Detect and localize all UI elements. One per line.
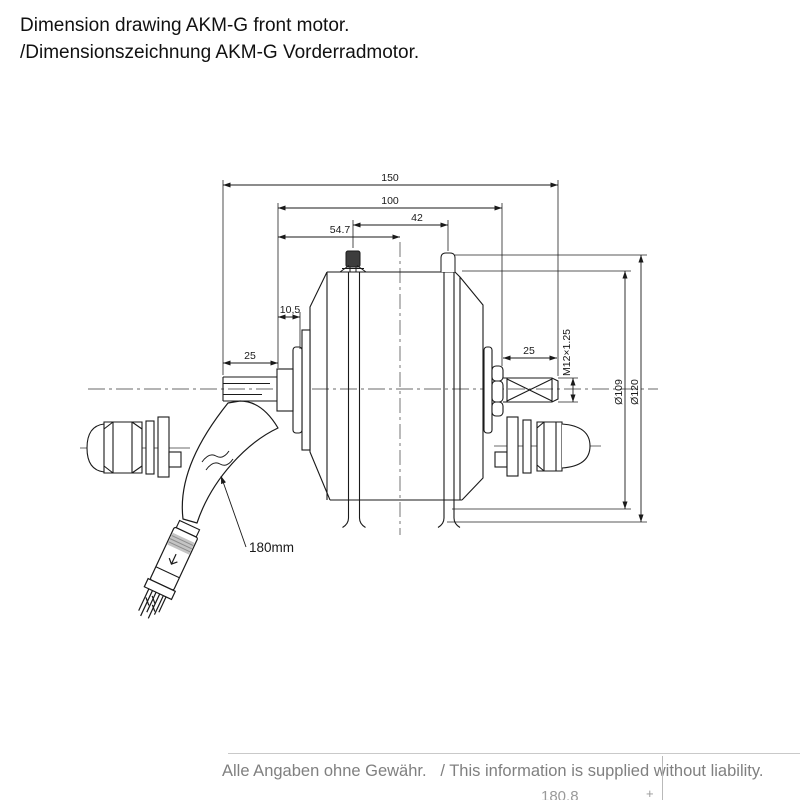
footer-disclaimer: Alle Angaben ohne Gewähr. / This informa… [222, 762, 763, 781]
right-nut-assembly [494, 416, 591, 477]
left-hub [276, 329, 311, 451]
page-title: Dimension drawing AKM-G front motor. /Di… [20, 12, 419, 66]
dimension-lines [220, 182, 644, 548]
title-line-en: Dimension drawing AKM-G front motor. [20, 15, 350, 36]
dim-label-25-right: 25 [523, 345, 535, 357]
connector-arrow-icon [168, 553, 178, 565]
leader-180mm [220, 475, 247, 548]
cropped-extension-line [662, 756, 663, 800]
connector-pins [138, 588, 167, 619]
cable-length-label: 180mm [249, 540, 294, 555]
valve-stem [339, 250, 367, 273]
dim-label-10-5: 10,5 [280, 304, 301, 316]
centerlines [80, 242, 658, 535]
dimension-labels: 150 100 42 54.7 25 10,5 25 M12×1.25 Ø109… [244, 172, 641, 555]
disclaimer-de: Alle Angaben ohne Gewähr. [222, 762, 427, 780]
dim-label-m12: M12×1.25 [561, 329, 573, 376]
dim-label-25-left: 25 [244, 350, 256, 362]
motor-cable [181, 400, 279, 524]
disclaimer-en: / This information is supplied without l… [440, 762, 764, 780]
cropped-next-drawing-dimension: 180.8 [541, 788, 579, 800]
top-stub [440, 252, 456, 272]
right-hub [483, 346, 504, 434]
dim-label-150: 150 [381, 172, 399, 184]
title-line-de: /Dimensionszeichnung AKM-G Vorderradmoto… [20, 42, 420, 63]
dim-label-100: 100 [381, 195, 399, 207]
motor-body [309, 271, 484, 528]
left-nut-assembly [86, 416, 182, 478]
cable-connector [138, 519, 201, 619]
dim-label-54-7: 54.7 [330, 224, 351, 236]
footer-divider [228, 753, 800, 754]
right-axle-threaded [503, 377, 559, 403]
dim-label-d109: Ø109 [613, 379, 625, 405]
cropped-cross-mark: + [646, 786, 654, 800]
left-axle [222, 376, 277, 402]
extension-lines [222, 180, 647, 523]
dim-label-d120: Ø120 [629, 379, 641, 405]
dim-label-42: 42 [411, 212, 423, 224]
